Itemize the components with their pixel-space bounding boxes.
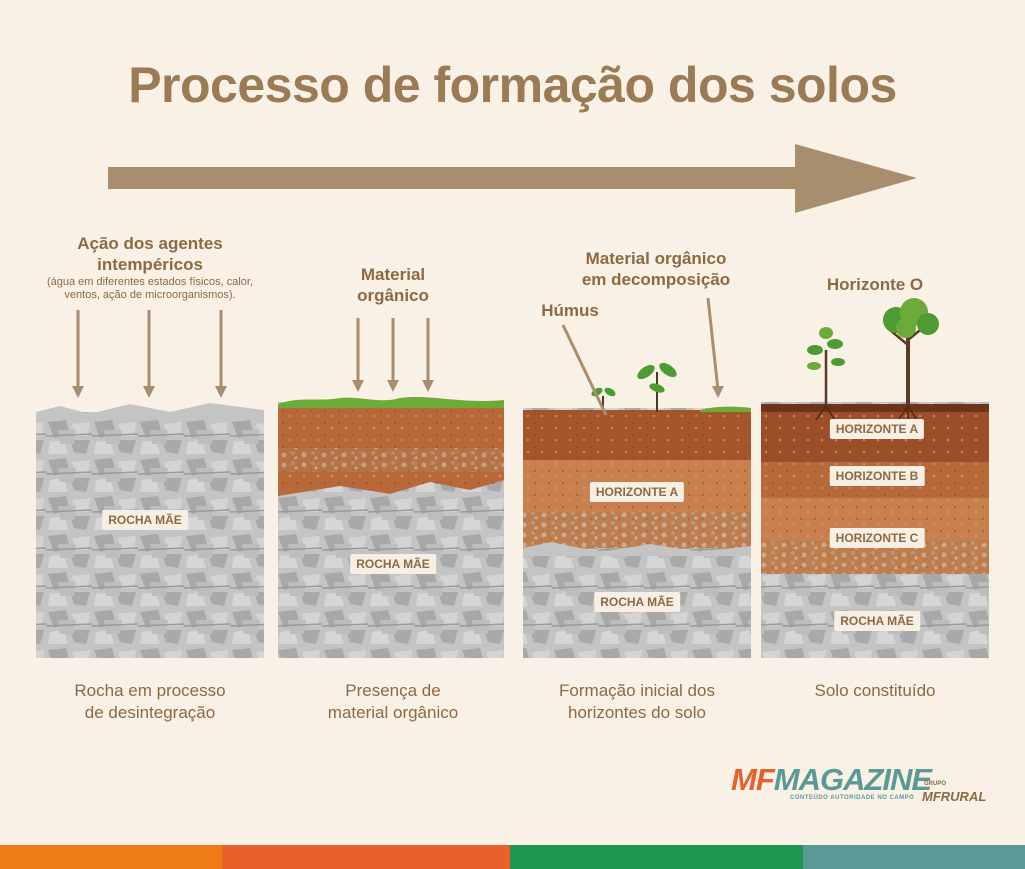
page-title: Processo de formação dos solos <box>128 57 897 113</box>
stage1-heading: Ação dos agentes intempéricos <box>40 233 260 275</box>
stage3-heading-line1: Material orgânico <box>585 249 727 268</box>
logo-mf: MF <box>731 762 775 797</box>
stage2-heading: Material orgânico <box>313 264 473 306</box>
stage2-caption-line1: Presença de <box>345 681 441 700</box>
stage4-caption: Solo constituído <box>814 681 936 700</box>
weathering-arrows <box>72 310 227 398</box>
stage1-note-line1: (água em diferentes estados físicos, cal… <box>46 276 254 288</box>
stage3-caption-line2: horizontes do solo <box>568 703 706 722</box>
logo-magazine: MAGAZINE <box>773 762 932 797</box>
stage4-heading: Horizonte O <box>826 275 924 294</box>
stage1-caption-line2: de desintegração <box>84 703 216 722</box>
stage2-tag-rock: ROCHA MÃE <box>350 554 436 574</box>
footer-bar-teal <box>803 845 1025 869</box>
stage3-caption: Formação inicial dos horizontes do solo <box>517 680 757 724</box>
stage3-heading-line2: em decomposição <box>581 270 731 289</box>
stage1-note-line2: ventos, ação de microorganismos). <box>64 289 236 301</box>
humus-pointer-lines <box>561 297 724 416</box>
stage3-tag-rock: ROCHA MÃE <box>594 592 680 612</box>
stage2-heading-line2: orgânico <box>357 286 429 305</box>
stage3-heading: Material orgânico em decomposição <box>566 248 746 290</box>
stage1-rock-block <box>36 403 264 658</box>
footer-bar-orange <box>0 845 222 869</box>
stage1-heading-line1: Ação dos agentes <box>77 234 223 253</box>
stage3-soil-block <box>523 362 751 658</box>
organic-arrows <box>352 318 434 392</box>
logo-slogan: CONTEÚDO AUTORIDADE NO CAMPO <box>790 795 915 801</box>
stage1-note: (água em diferentes estados físicos, cal… <box>10 276 290 302</box>
stage3-caption-line1: Formação inicial dos <box>559 681 715 700</box>
stage3-tag-horizon-a: HORIZONTE A <box>589 482 685 502</box>
group-small-label: GRUPO <box>924 781 947 787</box>
humus-label: Húmus <box>541 301 599 320</box>
mf-magazine-logo: MFMAGAZINE <box>731 762 932 798</box>
footer-bar-green <box>510 845 803 869</box>
stage1-caption: Rocha em processo de desintegração <box>30 680 270 724</box>
stage1-caption-line1: Rocha em processo <box>74 681 226 700</box>
stage4-tag-rock: ROCHA MÃE <box>834 611 920 631</box>
stage2-soil-block <box>278 397 504 658</box>
footer-bar-red <box>222 845 510 869</box>
stage2-caption-line2: material orgânico <box>327 703 459 722</box>
process-arrow <box>108 144 917 213</box>
stage4-tag-horizon-b: HORIZONTE B <box>829 466 925 486</box>
group-mfrural-logo: MFRURAL <box>922 789 987 804</box>
stage4-tag-horizon-c: HORIZONTE C <box>829 528 925 548</box>
stage1-tag-rock: ROCHA MÃE <box>102 510 188 530</box>
stage2-caption: Presença de material orgânico <box>273 680 513 724</box>
stage2-heading-line1: Material <box>360 265 426 284</box>
stage4-tag-horizon-a: HORIZONTE A <box>829 419 925 439</box>
stage1-heading-line2: intempéricos <box>97 255 203 274</box>
